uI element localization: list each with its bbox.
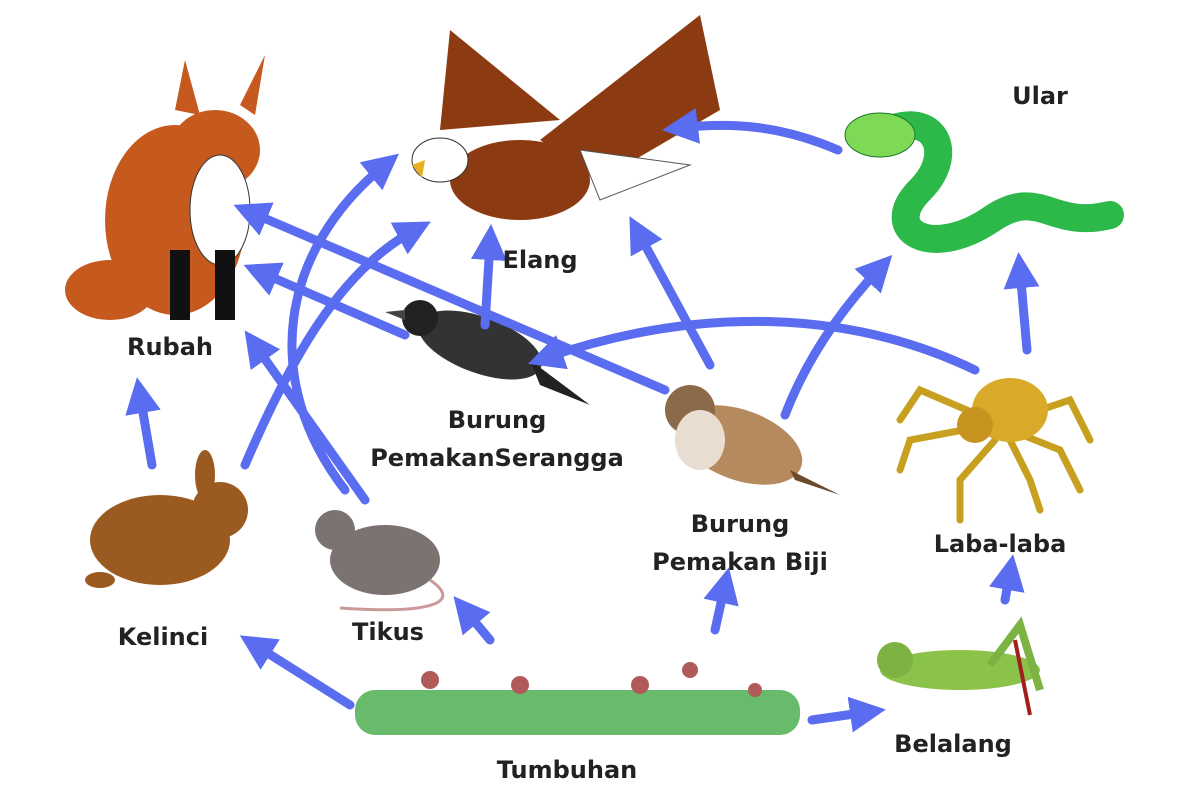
- rabbit-picture: [85, 450, 248, 588]
- arrow-burung-biji-ular: [780, 254, 893, 420]
- grasshopper-picture: [877, 616, 1044, 716]
- label-tikus: Tikus: [352, 618, 424, 646]
- snake-picture: [844, 111, 1124, 253]
- label-belalang: Belalang: [894, 730, 1012, 758]
- label-rubah: Rubah: [127, 333, 213, 361]
- plants-picture: [355, 662, 800, 735]
- arrow-kelinci-rubah: [125, 377, 161, 470]
- eagle-picture: [411, 15, 720, 220]
- arrow-kelinci-elang: [240, 221, 431, 470]
- label-burung-serangga-2: PemakanSerangga: [370, 444, 624, 472]
- arrow-laba-burung-serangga: [527, 316, 980, 375]
- arrow-tumbuhan-belalang: [807, 696, 886, 733]
- arrow-burung-biji-elang: [629, 216, 715, 370]
- arrow-burung-serangga-rubah: [243, 262, 410, 340]
- arrow-burung-biji-rubah: [233, 202, 670, 395]
- label-laba-laba: Laba-laba: [934, 530, 1067, 558]
- arrow-tumbuhan-tikus: [453, 596, 495, 645]
- fox-picture: [65, 55, 265, 320]
- seed-eating-bird-picture: [665, 385, 840, 495]
- label-burung-biji-2: Pemakan Biji: [652, 548, 828, 576]
- arrow-belalang-laba: [989, 554, 1025, 605]
- arrow-tikus-elang: [287, 153, 399, 495]
- label-ular: Ular: [1012, 82, 1068, 110]
- spider-picture: [896, 378, 1094, 524]
- label-kelinci: Kelinci: [118, 623, 208, 651]
- insectivore-bird-picture: [385, 300, 590, 405]
- rat-picture: [315, 510, 445, 612]
- label-burung-biji-1: Burung: [691, 510, 790, 538]
- label-elang: Elang: [502, 246, 577, 274]
- arrow-ular-elang: [662, 107, 843, 155]
- arrow-tumbuhan-kelinci: [239, 635, 355, 710]
- label-tumbuhan: Tumbuhan: [497, 756, 637, 784]
- label-burung-serangga-1: Burung: [448, 406, 547, 434]
- arrow-laba-ular: [1003, 252, 1040, 355]
- arrow-tumbuhan-burung-biji: [703, 567, 739, 635]
